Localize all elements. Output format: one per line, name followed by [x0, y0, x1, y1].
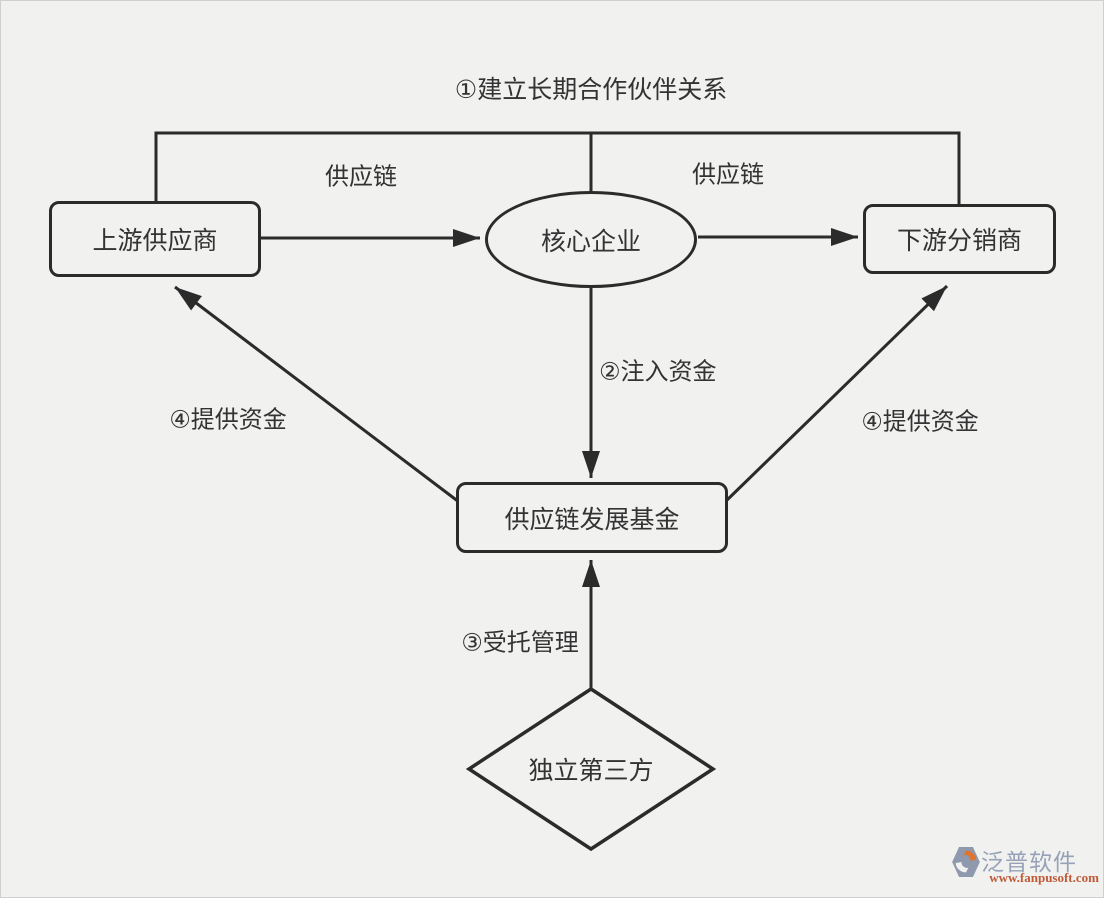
edge-label-supply-chain-left: 供应链: [325, 163, 397, 191]
edge-label-supply-chain-right: 供应链: [692, 161, 764, 189]
node-core-enterprise-label: 核心企业: [540, 227, 641, 256]
node-supply-chain-fund-label: 供应链发展基金: [504, 505, 680, 534]
diagram-title: ①建立长期合作伙伴关系: [454, 76, 728, 104]
node-downstream-distributor-label: 下游分销商: [896, 227, 1022, 255]
node-third-party-label: 独立第三方: [528, 757, 654, 785]
edge-label-entrusted-management: ③受托管理: [461, 629, 579, 657]
node-core-enterprise: 核心企业: [485, 191, 697, 288]
node-upstream-supplier: 上游供应商: [49, 201, 261, 277]
arrow-fund-to-upstream: [174, 285, 460, 504]
watermark-url-text: www.fanpusoft.com: [989, 870, 1099, 885]
partnership-bracket-line: [154, 131, 961, 204]
edge-label-inject-funds: ②注入资金: [599, 358, 717, 386]
watermark-brand-text: 泛普软件: [981, 849, 1077, 875]
node-supply-chain-fund: 供应链发展基金: [456, 482, 728, 553]
edge-label-provide-funds-left: ④提供资金: [169, 406, 287, 434]
arrow-fund-to-downstream: [723, 284, 949, 504]
fanpu-logo-icon: [952, 847, 980, 877]
edge-label-provide-funds-right: ④提供资金: [861, 408, 979, 436]
node-upstream-supplier-label: 上游供应商: [92, 227, 218, 255]
node-downstream-distributor: 下游分销商: [863, 204, 1056, 274]
third-party-diamond-shape: [465, 686, 717, 852]
watermark: 泛普软件 www.fanpusoft.com: [949, 843, 1099, 889]
